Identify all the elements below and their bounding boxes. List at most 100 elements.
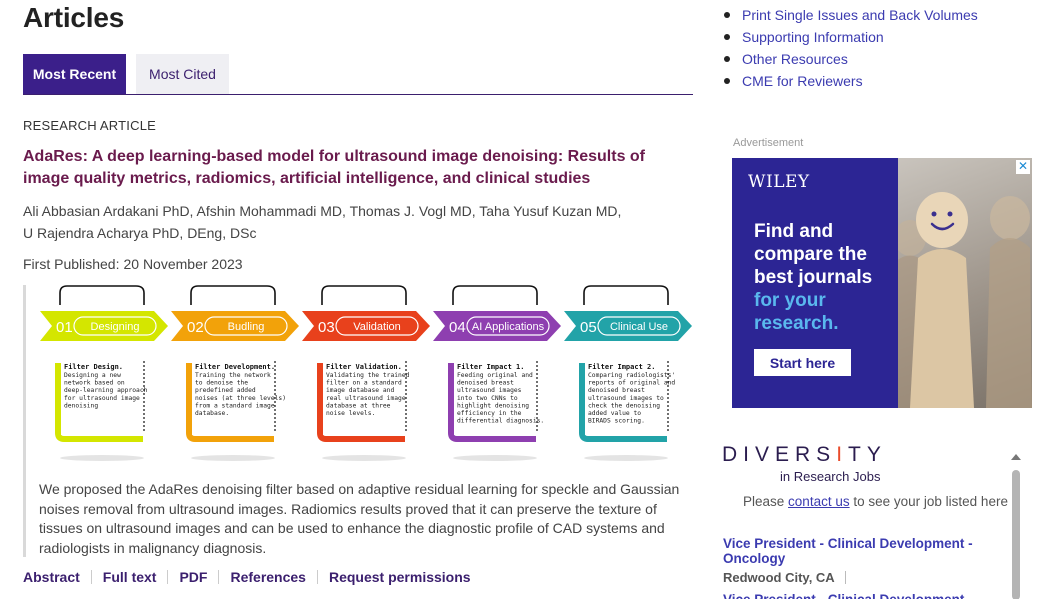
request-permissions-link[interactable]: Request permissions — [328, 569, 471, 585]
advertisement-label: Advertisement — [733, 137, 804, 149]
stage-card-heading: Filter Design. — [64, 363, 123, 371]
stage-card-text: denoising — [64, 402, 98, 409]
stage-card-text: into two CNNs to — [457, 395, 518, 402]
ad-start-here-button[interactable]: Start here — [754, 349, 851, 376]
location-divider — [844, 571, 846, 584]
stage-card-text: image database and — [326, 387, 394, 394]
stage-label: Budling — [228, 321, 265, 333]
article-authors: Ali Abbasian Ardakani PhD, Afshin Mohamm… — [23, 200, 673, 244]
stage-card-heading: Filter Impact 1. — [457, 363, 524, 371]
tab-most-cited[interactable]: Most Cited — [136, 54, 229, 94]
full-text-link[interactable]: Full text — [102, 569, 157, 585]
ad-headline: Find and compare the best journals for y… — [754, 220, 898, 335]
page-title: Articles — [23, 2, 125, 33]
stage-number: 01 — [56, 319, 73, 336]
stage-frame-top — [583, 285, 669, 305]
sidebar-link-supporting-info[interactable]: Supporting Information — [722, 26, 978, 48]
article-title-link[interactable]: AdaRes: A deep learning-based model for … — [23, 148, 646, 187]
abstract-link[interactable]: Abstract — [23, 569, 80, 585]
stage-card-text: real ultrasound image — [326, 395, 406, 402]
authors-line-1: Ali Abbasian Ardakani PhD, Afshin Mohamm… — [23, 203, 622, 219]
diversity-logo: DIVERSITY — [722, 443, 887, 467]
scroll-up-arrow-icon[interactable] — [1011, 454, 1021, 460]
job-location-text: Redwood City, CA — [723, 570, 835, 585]
stage-card-text: added value to — [588, 410, 641, 417]
job-listing-title[interactable]: Vice President - Clinical Development - … — [723, 536, 973, 566]
sidebar-link-print-issues[interactable]: Print Single Issues and Back Volumes — [722, 4, 978, 26]
stage-label: Validation — [353, 321, 401, 333]
stage-number: 02 — [187, 319, 204, 336]
stage-arrow — [171, 311, 299, 341]
stage-shadow — [453, 455, 537, 461]
wiley-advertisement[interactable]: WILEY Find and compare the best journals… — [732, 158, 1032, 408]
contact-prefix: Please — [743, 494, 785, 509]
stage-label: Designing — [91, 321, 140, 333]
stage-card-accent — [317, 363, 405, 442]
stage-card-text: predefined added — [195, 387, 256, 394]
stage-arrow — [433, 311, 561, 341]
stage-card — [454, 363, 539, 435]
sidebar-link-other-resources[interactable]: Other Resources — [722, 48, 978, 70]
stage-arrow — [564, 311, 692, 341]
job-list-scrollbar[interactable] — [1010, 452, 1022, 599]
stage-shadow — [322, 455, 406, 461]
stage-card-heading: Filter Impact 2. — [588, 363, 655, 371]
ad-headline-highlight: for your research. — [754, 290, 839, 334]
stage-pill — [204, 316, 288, 336]
stage-shadow — [191, 455, 275, 461]
scroll-thumb[interactable] — [1012, 470, 1020, 599]
stage-card-text: to denoise the — [195, 380, 248, 387]
diversity-logo-part: TY — [848, 443, 887, 466]
article-tabs: Most Recent Most Cited — [23, 54, 693, 95]
ad-panel: WILEY Find and compare the best journals… — [732, 158, 898, 408]
stage-card-text: noise levels. — [326, 410, 375, 417]
stage-pill — [335, 316, 419, 336]
tab-most-recent[interactable]: Most Recent — [23, 54, 126, 94]
sidebar-link-cme-reviewers[interactable]: CME for Reviewers — [722, 70, 978, 92]
stage-number: 03 — [318, 319, 335, 336]
stage-card-text: filter on a standard — [326, 380, 402, 387]
job-listing-title-next[interactable]: Vice President - Clinical Development - … — [723, 592, 1008, 599]
job-listing-location: Redwood City, CA — [723, 570, 846, 585]
wooden-figures-image — [892, 192, 1032, 408]
link-divider — [167, 570, 169, 584]
article-type-label: RESEARCH ARTICLE — [23, 118, 156, 133]
ad-photo — [892, 158, 1032, 408]
stage-card-text: Validating the trained — [326, 372, 410, 379]
ad-close-icon[interactable]: ✕ — [1016, 159, 1030, 174]
diversity-logo-accent: I — [836, 443, 849, 466]
stage-card-text: reports of original and — [588, 380, 675, 387]
authors-line-2: U Rajendra Acharya PhD, DEng, DSc — [23, 225, 257, 241]
references-link[interactable]: References — [230, 569, 306, 585]
pdf-link[interactable]: PDF — [179, 569, 208, 585]
stage-card-text: efficiency in the — [457, 410, 522, 417]
published-date: 20 November 2023 — [123, 256, 243, 272]
stage-card-text: deep-learning approach — [64, 387, 148, 394]
contact-us-link[interactable]: contact us — [788, 494, 850, 509]
stage-card-accent — [448, 363, 536, 442]
stage-card-text: Designing a new — [64, 372, 121, 379]
stage-card-heading: Filter Validation. — [326, 363, 402, 371]
stage-pill — [73, 316, 157, 336]
stage-pill — [466, 316, 550, 336]
article-links: Abstract Full text PDF References Reques… — [23, 568, 471, 586]
stage-frame-top — [59, 285, 145, 305]
stage-frame-top — [190, 285, 276, 305]
stage-card-text: highlight denoising — [457, 402, 529, 409]
stage-arrow — [302, 311, 430, 341]
ad-headline-main: Find and compare the best journals — [754, 221, 873, 288]
stage-card-text: Feeding original and — [457, 372, 533, 379]
publication-date: First Published:20 November 2023 — [23, 256, 243, 272]
stage-card-text: database. — [195, 410, 229, 417]
stage-card-text: noises (at three levels) — [195, 395, 286, 402]
stage-frame-top — [452, 285, 538, 305]
stage-card-text: denoised breast — [588, 387, 645, 394]
contact-suffix: to see your job listed here — [853, 494, 1008, 509]
stage-pill — [597, 316, 681, 336]
diversity-contact-text: Please contact us to see your job listed… — [743, 494, 1008, 510]
diversity-logo-part: DIVERS — [722, 443, 837, 466]
stage-card-accent — [55, 363, 143, 442]
